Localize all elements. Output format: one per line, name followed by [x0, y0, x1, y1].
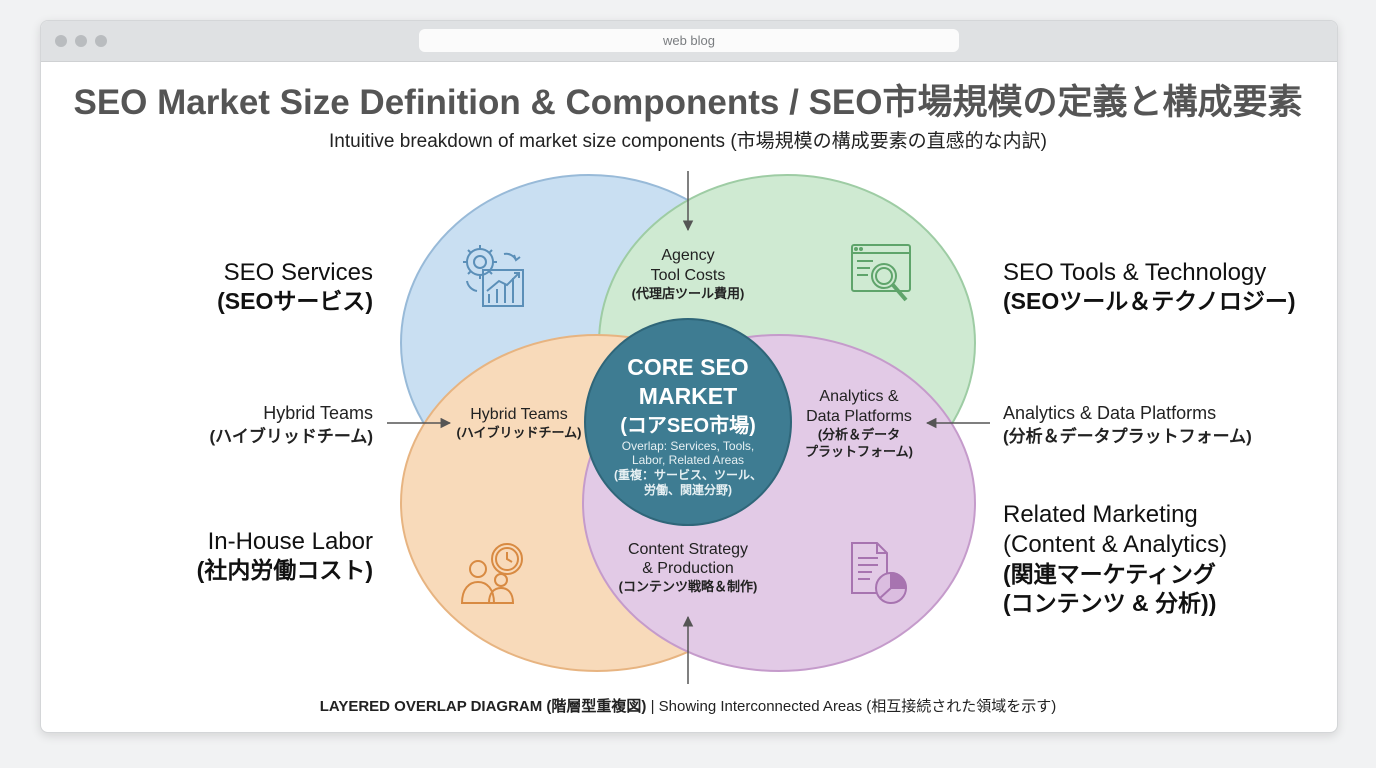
marketing-label-sub: (Content & Analytics) — [1003, 531, 1227, 558]
marketing-label-jp-sub: (コンテンツ & 分析)) — [1003, 590, 1216, 616]
browser-titlebar: web blog — [41, 21, 1337, 62]
tools-label: SEO Tools & Technology — [1003, 259, 1266, 286]
hybrid-callout-jp: (ハイブリッドチーム) — [210, 426, 373, 446]
address-bar[interactable]: web blog — [419, 29, 959, 52]
agency-label-jp: (代理店ツール費用) — [632, 286, 745, 301]
hybrid-label-jp: (ハイブリッドチーム) — [456, 425, 581, 440]
minimize-window-icon[interactable] — [75, 35, 87, 47]
tools-label-jp: (SEOツール＆テクノロジー) — [1003, 288, 1296, 314]
labor-label-jp: (社内労働コスト) — [197, 557, 373, 583]
core-detail: Overlap: Services, Tools, — [622, 439, 755, 453]
core-title: CORE SEO — [627, 354, 748, 380]
core-detail-2: Labor, Related Areas — [632, 453, 744, 467]
analytics-label-jp: (分析＆データ — [818, 427, 900, 442]
content-label-jp: (コンテンツ戦略＆制作) — [619, 579, 758, 594]
agency-label-2: Tool Costs — [651, 267, 726, 284]
hybrid-label: Hybrid Teams — [470, 406, 568, 423]
caption-rest: | Showing Interconnected Areas (相互接続された領… — [646, 698, 1056, 715]
document-pie-chart-icon — [851, 542, 908, 604]
marketing-label-jp: (関連マーケティング — [1003, 561, 1216, 587]
core-market-circle — [584, 318, 792, 526]
services-label-jp: (SEOサービス) — [217, 288, 373, 314]
analytics-callout-jp: (分析＆データプラットフォーム) — [1003, 426, 1252, 446]
labor-label: In-House Labor — [208, 528, 373, 555]
close-window-icon[interactable] — [55, 35, 67, 47]
analytics-callout: Analytics & Data Platforms — [1003, 403, 1216, 423]
page-subtitle: Intuitive breakdown of market size compo… — [329, 130, 1047, 152]
caption-bold: LAYERED OVERLAP DIAGRAM (階層型重複図) — [320, 697, 647, 715]
content-label: Content Strategy — [628, 541, 748, 558]
hybrid-callout: Hybrid Teams — [263, 403, 373, 423]
core-title-jp: (コアSEO市場) — [620, 413, 756, 437]
gear-growth-chart-icon — [463, 245, 524, 307]
browser-magnifier-icon — [851, 244, 911, 302]
analytics-label-jp-2: プラットフォーム) — [805, 444, 913, 459]
core-detail-jp-2: 労働、関連分野) — [644, 482, 732, 497]
services-label: SEO Services — [224, 259, 373, 286]
core-detail-jp: (重複：サービス、ツール、 — [614, 467, 762, 482]
marketing-label: Related Marketing — [1003, 501, 1198, 528]
analytics-label: Analytics & — [819, 388, 898, 405]
people-clock-icon — [460, 543, 523, 604]
maximize-window-icon[interactable] — [95, 35, 107, 47]
core-title-2: MARKET — [639, 383, 737, 409]
agency-label: Agency — [661, 247, 714, 264]
page-title: SEO Market Size Definition & Components … — [73, 83, 1302, 122]
content-label-2: & Production — [642, 560, 734, 577]
analytics-label-2: Data Platforms — [806, 408, 912, 425]
diagram-caption: LAYERED OVERLAP DIAGRAM (階層型重複図) | Showi… — [320, 697, 1057, 715]
